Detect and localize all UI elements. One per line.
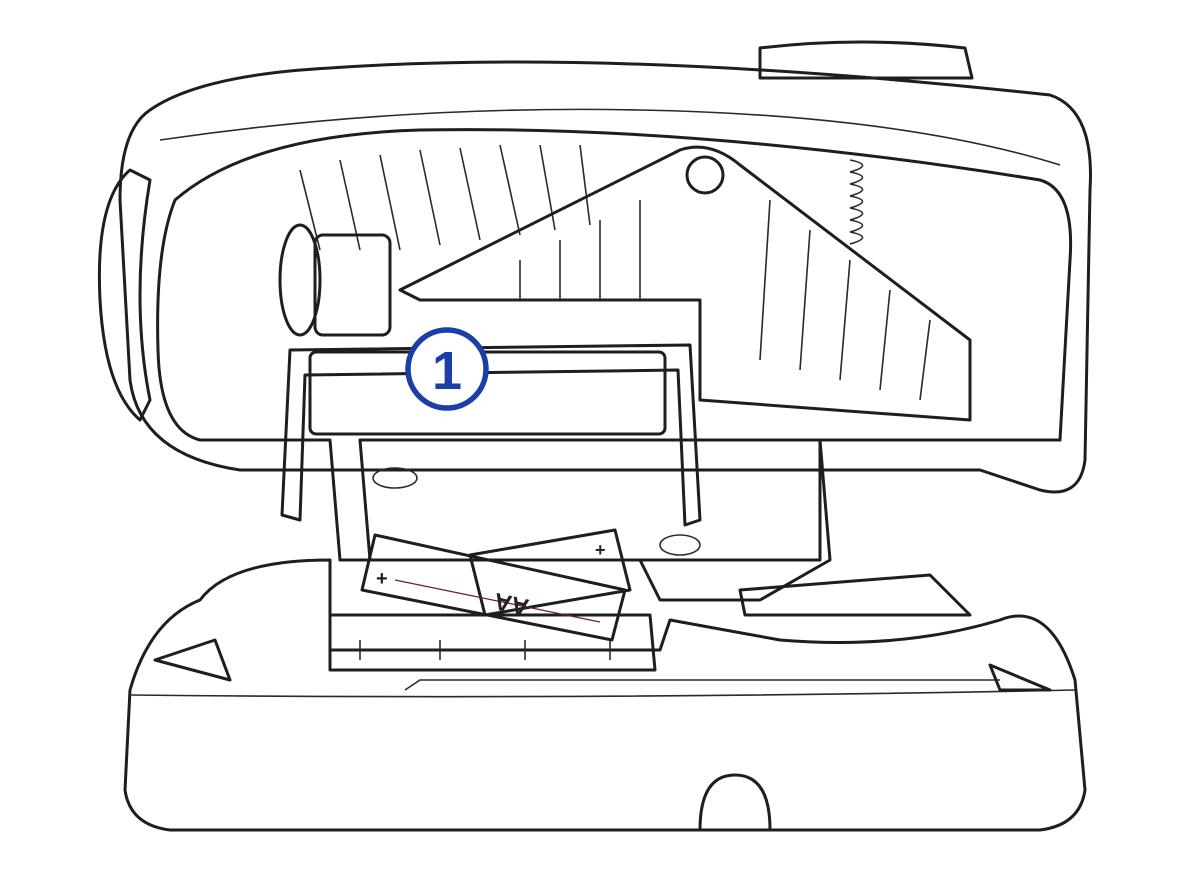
battery-cover-bracket (280, 343, 702, 527)
callout-number: 1 (432, 341, 462, 401)
battery-plus-label: + (595, 540, 606, 560)
battery-type-label: AA (492, 587, 532, 621)
aa-battery-back: + (468, 528, 632, 617)
lid-housing (97, 40, 1092, 494)
base-housing (123, 558, 1087, 832)
callout-1: 1 (405, 327, 489, 411)
battery-compartment (358, 438, 972, 617)
battery-tray (328, 613, 657, 672)
screw-icon (685, 155, 725, 195)
interior-cavity (156, 128, 1073, 562)
battery-plus-label: + (376, 568, 388, 590)
